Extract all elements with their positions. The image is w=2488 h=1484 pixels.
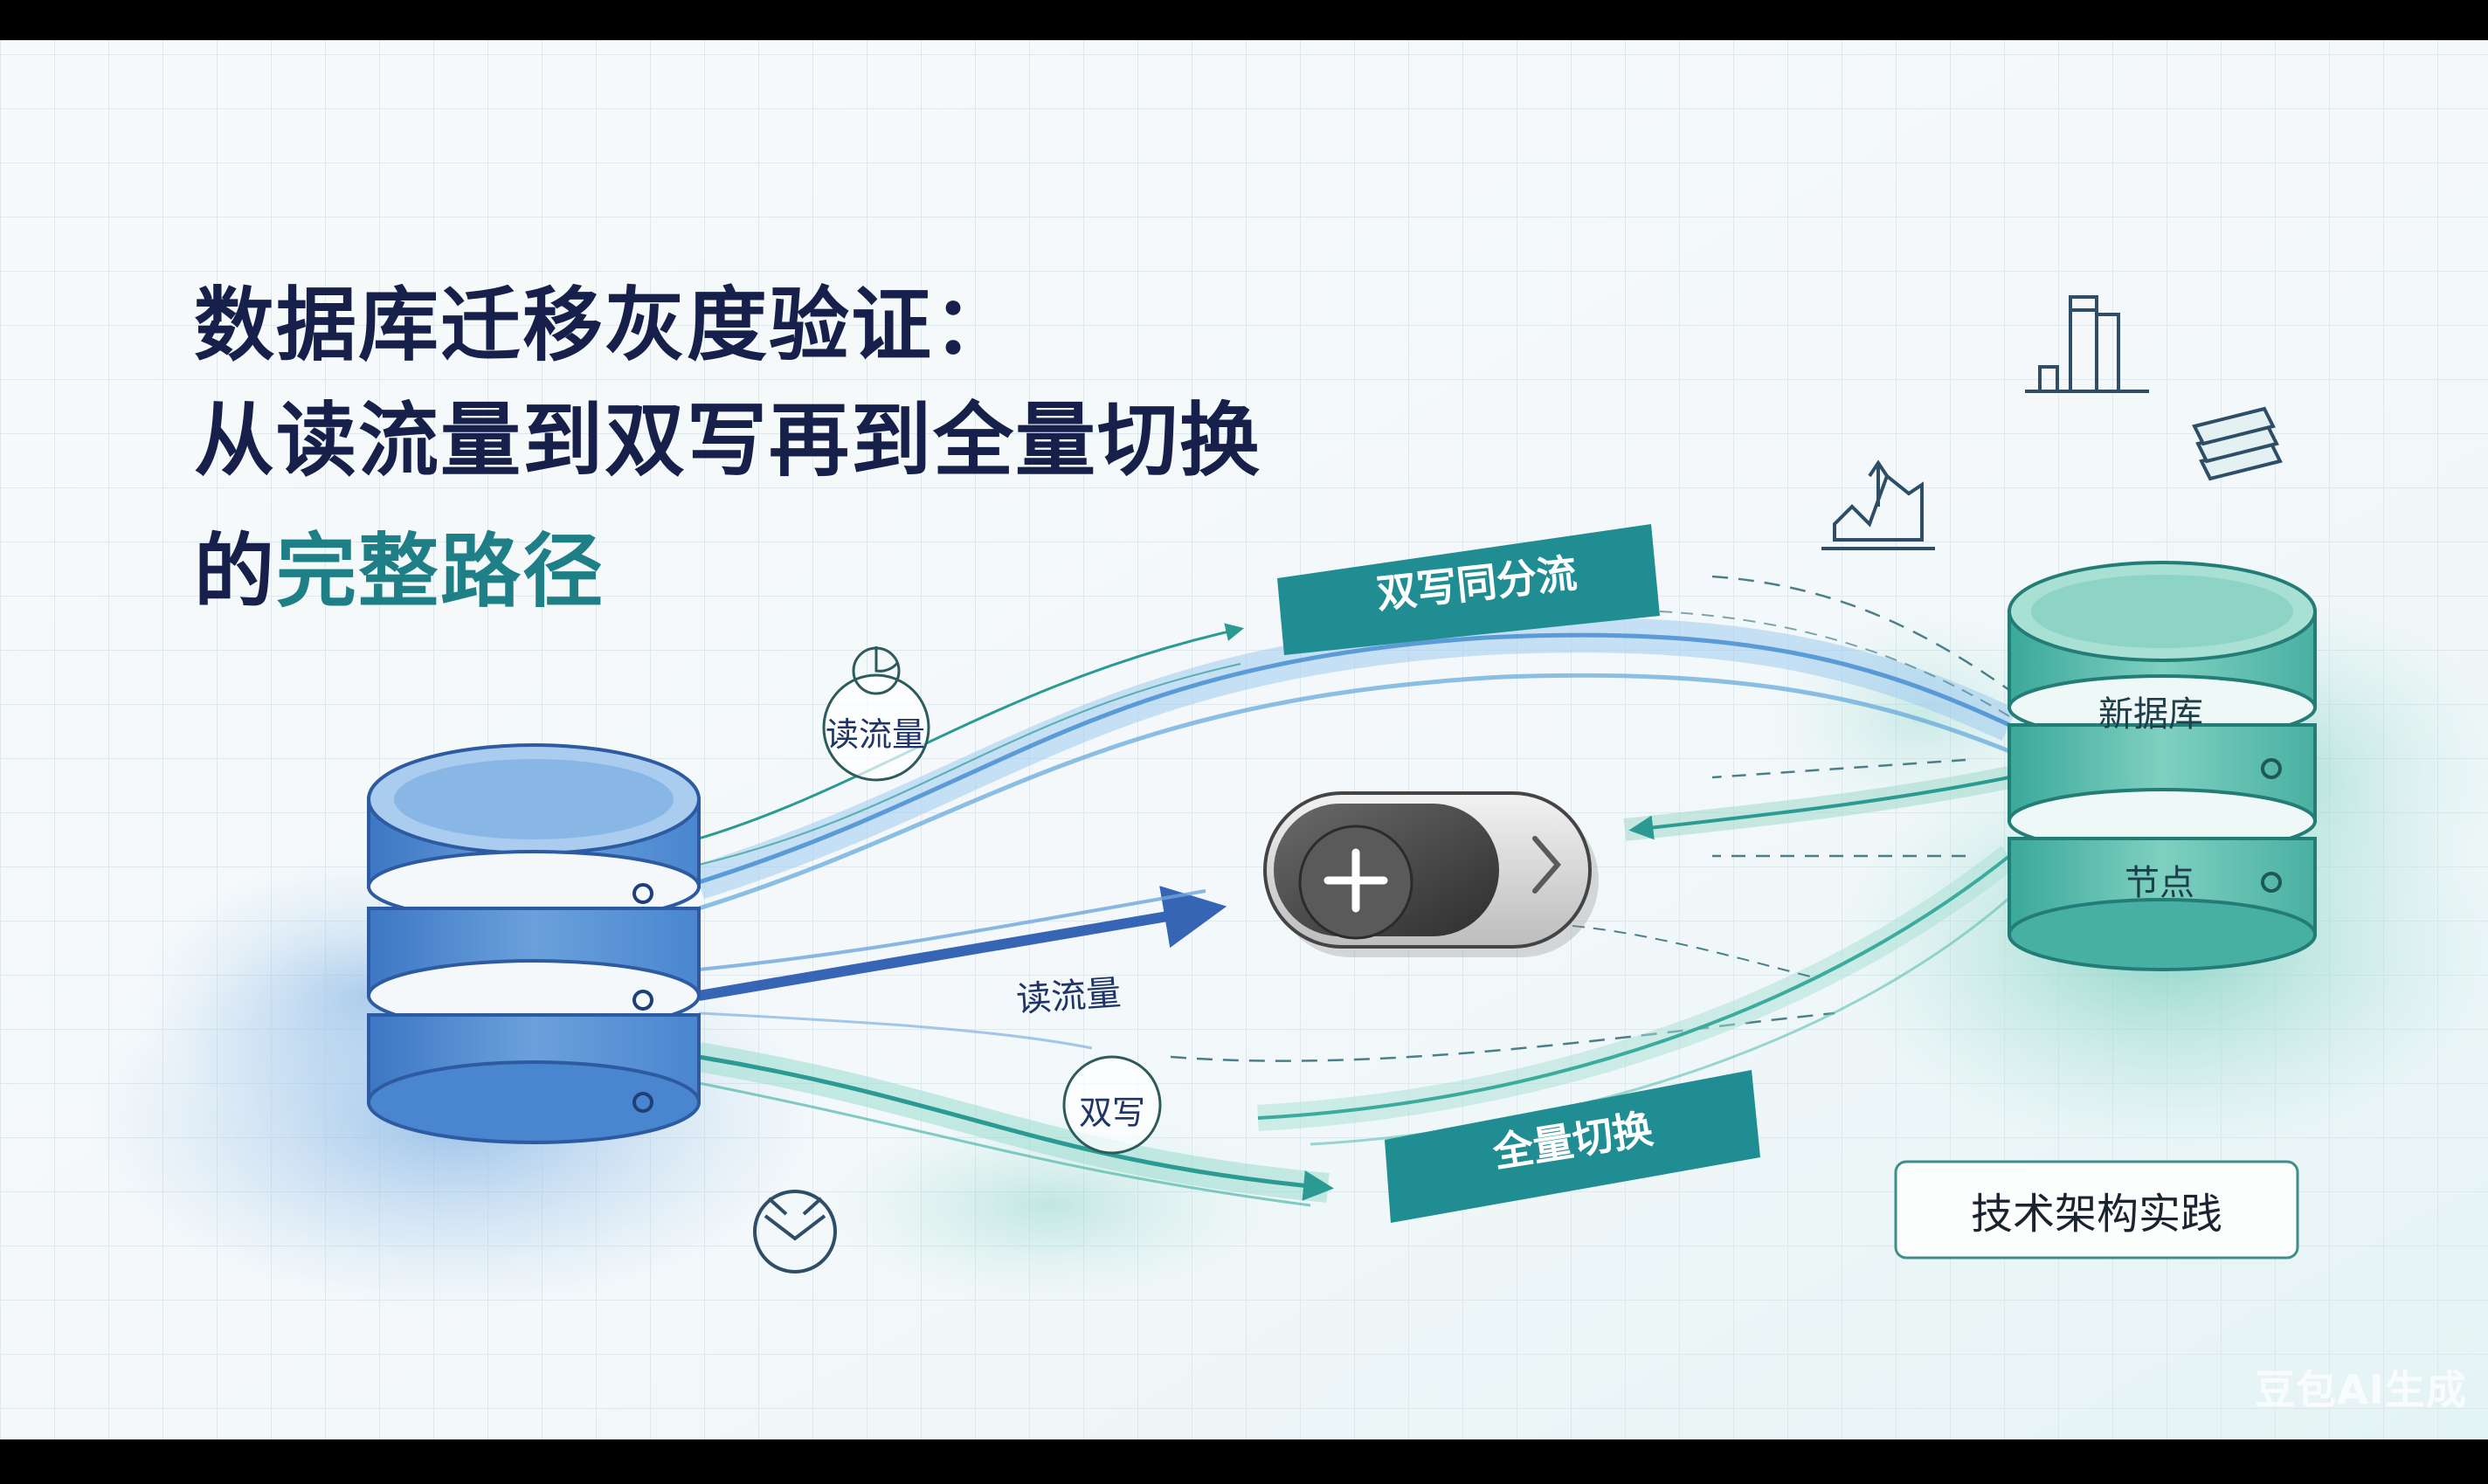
new-db-lower-label: 节点 (2125, 863, 2194, 903)
footer-tag-box (1894, 1160, 2299, 1260)
dual-circle-label: 双写 (1079, 1094, 1146, 1132)
new-database-icon (2008, 561, 2317, 971)
stacked-layers-icon (2192, 406, 2283, 481)
line-chart-icon (1821, 459, 1935, 550)
title-line-3-prefix: 的 (194, 525, 277, 618)
title-line-3: 的完整路径 (194, 507, 605, 623)
read-arrow-label: 读流量 (1014, 972, 1123, 1021)
new-db-upper-label: 新据库 (2098, 694, 2203, 735)
watermark: 豆包AI生成 (2255, 1366, 2467, 1413)
read-circle-label: 读流量 (826, 715, 926, 754)
title-line-2: 从读流量到双写再到全量切换 (194, 394, 1262, 487)
read-circle (822, 673, 930, 782)
banner-top (1277, 524, 1660, 655)
footer-tag: 技术架构实践 (1970, 1190, 2222, 1239)
banner-bottom (1385, 1070, 1760, 1223)
inbox-download-icon (753, 1190, 837, 1273)
dual-circle (1062, 1055, 1162, 1155)
title-line-1: 数据库迁移灰度验证： (194, 279, 1016, 372)
toggle-switch-icon (1263, 791, 1599, 957)
title-line-3-accent: 完整路径 (276, 525, 605, 618)
pie-chart-icon (852, 646, 901, 695)
bar-chart-icon (2025, 295, 2149, 393)
old-database-icon (367, 743, 701, 1144)
